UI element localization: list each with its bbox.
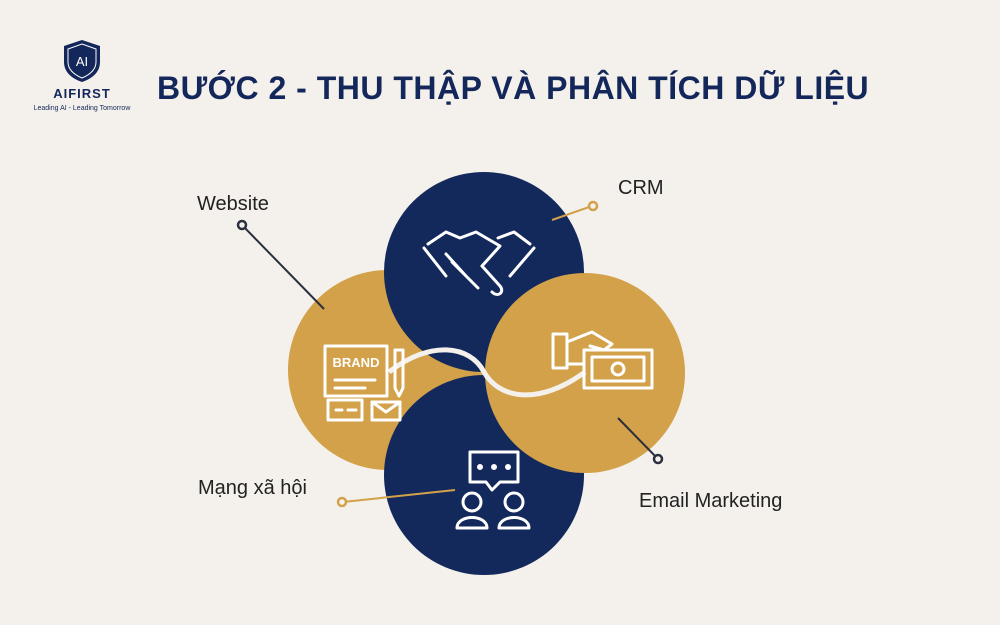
label-website: Website — [197, 193, 269, 215]
social-dot — [336, 496, 348, 508]
brand-tagline: Leading AI - Leading Tomorrow — [33, 105, 131, 112]
svg-text:AI: AI — [76, 54, 88, 69]
brand-name: AIFIRST — [53, 86, 111, 101]
overlap-separator — [387, 347, 587, 398]
label-email-marketing: Email Marketing — [639, 490, 782, 512]
crm-connector — [551, 205, 593, 221]
brand-logo: AI AIFIRST Leading AI - Leading Tomorrow — [26, 38, 138, 112]
social-connector — [342, 489, 456, 503]
brand-document-icon — [323, 344, 405, 422]
email-dot — [652, 453, 664, 465]
label-crm: CRM — [618, 177, 664, 199]
chat-people-icon — [455, 450, 531, 530]
email-connector — [617, 417, 659, 460]
handshake-icon — [422, 230, 536, 296]
label-social-media: Mạng xã hội — [198, 477, 307, 499]
crm-dot — [587, 200, 599, 212]
page-title: BƯỚC 2 - THU THẬP VÀ PHÂN TÍCH DỮ LIỆU — [157, 70, 870, 106]
shield-logo-icon: AI — [64, 40, 100, 82]
brand-icon-text: BRAND — [333, 355, 380, 370]
money-hand-icon — [551, 330, 654, 390]
website-connector — [241, 224, 325, 310]
website-dot — [236, 219, 248, 231]
